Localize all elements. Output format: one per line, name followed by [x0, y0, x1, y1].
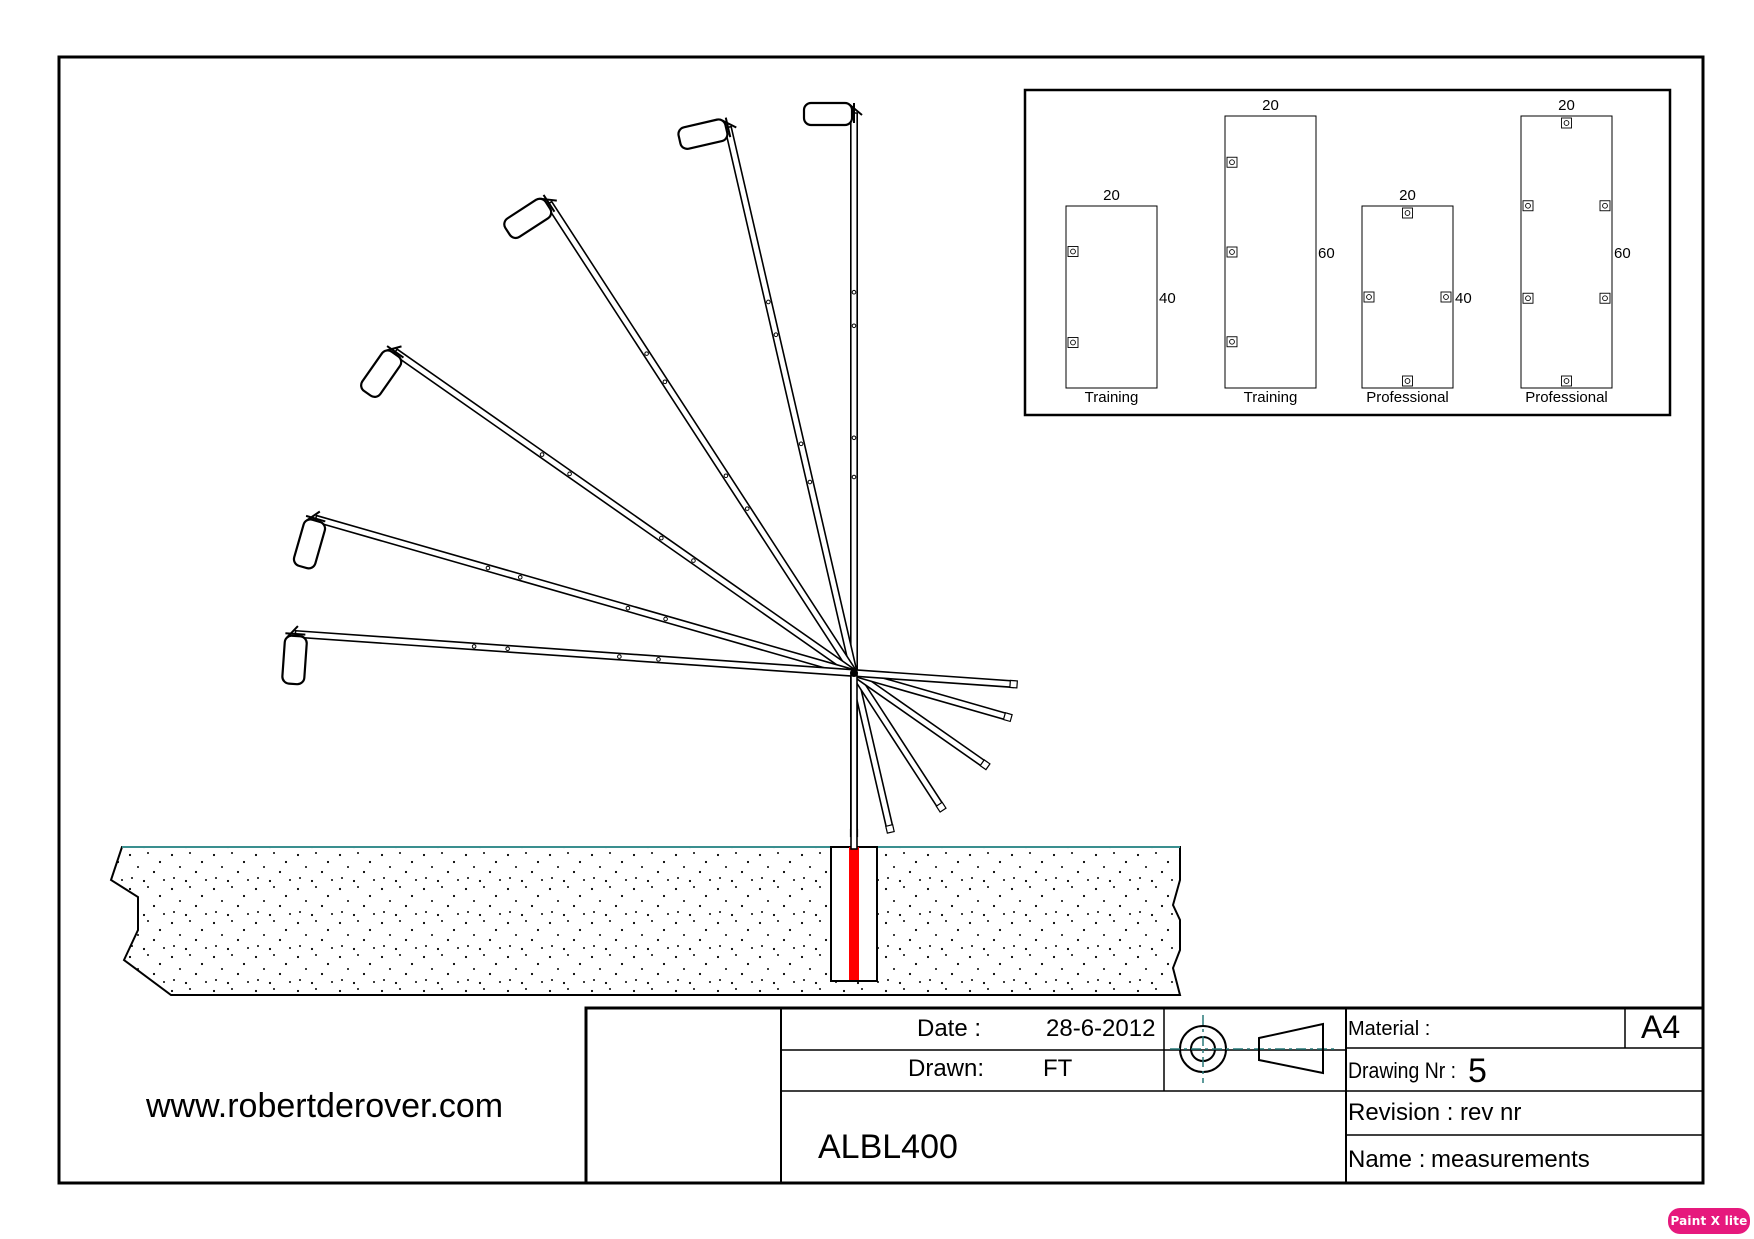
panel-width-label: 20	[1103, 187, 1120, 204]
name-label: Name :	[1348, 1146, 1425, 1173]
name-value: measurements	[1431, 1146, 1590, 1173]
panel-height-label: 40	[1455, 290, 1472, 307]
website-url[interactable]: www.robertderover.com	[145, 1087, 503, 1125]
revision-value: rev nr	[1460, 1099, 1521, 1126]
pole-position-4	[360, 345, 991, 771]
paper-size: A4	[1641, 1009, 1680, 1045]
panel-width-label: 20	[1558, 97, 1575, 114]
floodlight-icon	[360, 345, 405, 398]
drawing-frame	[57, 55, 1705, 1185]
drawing-nr-value: 5	[1468, 1052, 1487, 1090]
drawing-nr-label: Drawing Nr :	[1348, 1058, 1456, 1083]
drawn-label: Drawn:	[908, 1055, 984, 1082]
title-block	[584, 1006, 1705, 1185]
panel-height-label: 60	[1614, 245, 1631, 262]
date-value: 28-6-2012	[1046, 1015, 1155, 1042]
panel-width-label: 20	[1399, 187, 1416, 204]
panel-width-label: 20	[1262, 97, 1279, 114]
date-label: Date :	[917, 1015, 981, 1042]
pole-assembly	[281, 101, 1018, 850]
panel-type-label: Training	[1244, 389, 1298, 406]
revision-label: Revision :	[1348, 1099, 1453, 1126]
pole-position-3	[503, 194, 947, 813]
inset-frame	[1023, 88, 1672, 417]
ground-section	[109, 846, 1182, 996]
post-in-ground	[849, 847, 859, 980]
product-code: ALBL400	[818, 1128, 958, 1166]
panel-height-label: 60	[1318, 245, 1335, 262]
app-watermark-badge: Paint X lite	[1668, 1208, 1750, 1234]
panel-type-label: Training	[1085, 389, 1139, 406]
panel-type-label: Professional	[1366, 389, 1449, 406]
floodlight-icon	[292, 510, 327, 570]
panel-height-label: 40	[1159, 290, 1176, 307]
floodlight-icon	[802, 101, 863, 127]
pole-position-2	[677, 117, 895, 834]
floodlight-icon	[281, 625, 308, 686]
projection-symbol-icon	[1170, 1015, 1336, 1083]
panel-type-label: Professional	[1525, 389, 1608, 406]
material-label: Material :	[1348, 1018, 1430, 1040]
floodlight-icon	[677, 117, 737, 150]
fixed-post	[850, 669, 858, 850]
pole-position-6	[281, 625, 1018, 689]
drawn-value: FT	[1043, 1055, 1073, 1082]
floodlight-icon	[503, 194, 557, 240]
pole-position-5	[292, 510, 1013, 723]
